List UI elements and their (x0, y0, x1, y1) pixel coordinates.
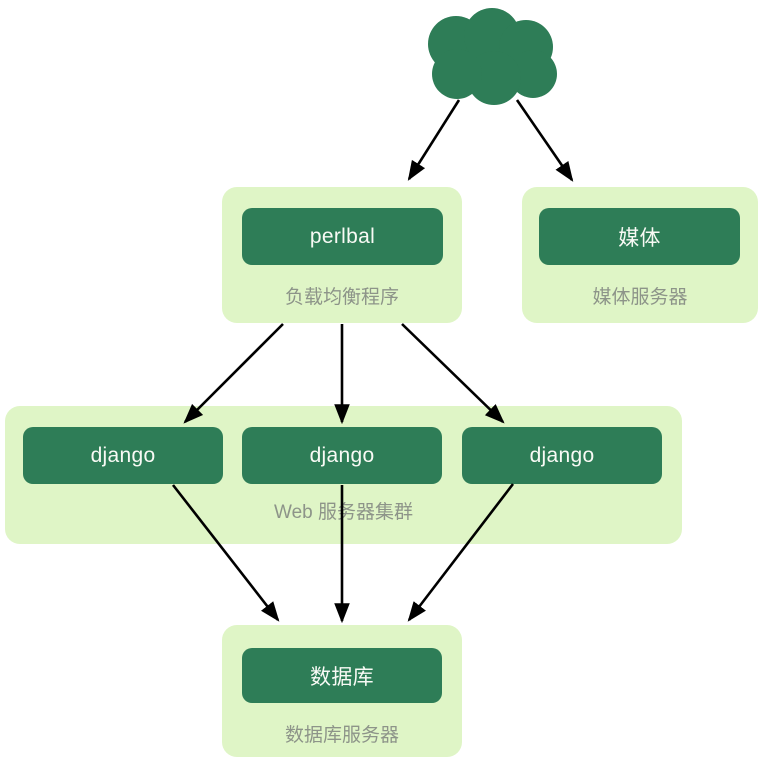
group-web-cluster: django django django Web 服务器集群 (5, 406, 682, 544)
node-django-3-label: django (529, 443, 595, 467)
edge-internet-to-load-balancer (407, 99, 461, 181)
node-database-label: 数据库 (310, 665, 374, 689)
group-database-server: 数据库 数据库服务器 (222, 625, 462, 757)
node-perlbal-label: perlbal (309, 224, 376, 248)
edge-internet-to-media-server (515, 99, 574, 182)
node-django-2-label: django (309, 443, 375, 467)
load-balancer-caption: 负载均衡程序 (284, 287, 399, 308)
node-perlbal: perlbal (242, 208, 443, 265)
group-media-server: 媒体 媒体服务器 (522, 187, 758, 323)
node-media: 媒体 (539, 208, 740, 265)
group-load-balancer: perlbal 负载均衡程序 (222, 187, 462, 323)
node-django-1-label: django (90, 443, 156, 467)
node-database: 数据库 (242, 648, 442, 703)
node-django-3: django (462, 427, 662, 484)
node-django-2: django (242, 427, 442, 484)
database-server-caption: 数据库服务器 (284, 725, 399, 746)
node-media-label: 媒体 (618, 226, 661, 250)
web-cluster-caption: Web 服务器集群 (273, 502, 413, 523)
media-server-caption: 媒体服务器 (592, 287, 688, 308)
internet-cloud-icon (428, 8, 557, 105)
node-django-1: django (23, 427, 223, 484)
